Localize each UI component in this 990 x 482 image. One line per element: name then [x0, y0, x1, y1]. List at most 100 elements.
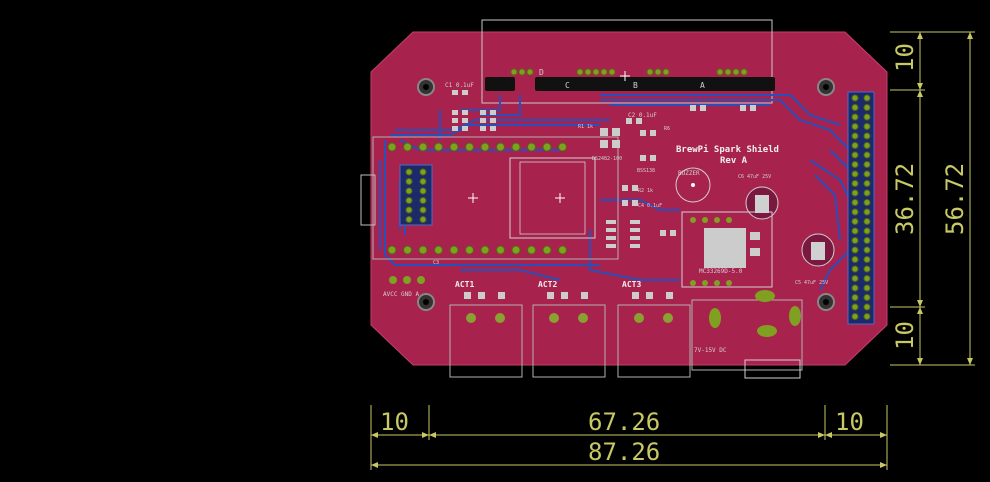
header-pin — [851, 227, 859, 235]
header-pin — [851, 246, 859, 254]
module-pin — [527, 245, 536, 255]
label-c1: C1 0.1uF — [445, 82, 474, 89]
label-c2: C2 0.1uF — [628, 112, 657, 119]
avcc-pins — [389, 276, 425, 284]
header-pin — [863, 142, 871, 149]
main-ic-inner — [519, 161, 586, 235]
module-pin — [449, 245, 459, 255]
label-c3: C3 — [433, 260, 439, 266]
slot-cutout — [535, 77, 775, 91]
module-pin — [511, 245, 521, 255]
label-regulator: MC33269D-5.0 — [699, 268, 743, 275]
usb-connector-outline — [360, 174, 376, 226]
main-ic — [509, 157, 596, 239]
header-pin — [863, 123, 871, 130]
header-pin — [863, 284, 871, 292]
header-pin — [851, 151, 859, 159]
block-pin — [405, 216, 413, 223]
label-c4: C4 0.1uF — [638, 203, 662, 209]
header-pin — [851, 294, 859, 301]
module-pin — [387, 245, 397, 255]
header-pin — [863, 132, 871, 140]
header-pin — [851, 170, 859, 178]
header-pin — [863, 265, 871, 273]
header-pin — [851, 161, 859, 168]
dimension-lines — [370, 31, 975, 470]
label-ds2482: DS2482-100 — [592, 156, 622, 162]
module-pin — [511, 142, 521, 152]
header-pin — [851, 284, 859, 292]
module-pin — [496, 245, 505, 255]
dim-center-width: 67.26 — [588, 408, 660, 436]
dim-left-margin: 10 — [380, 408, 409, 436]
label-conn-b: B — [633, 81, 638, 90]
label-r2: R2 1k — [638, 188, 653, 194]
header-pin — [851, 208, 859, 216]
header-pin — [851, 265, 859, 273]
header-pin — [851, 275, 859, 282]
header-pin — [863, 208, 871, 216]
header-pin — [863, 294, 871, 301]
cap-c5 — [801, 233, 835, 267]
block-pin — [419, 206, 427, 214]
header-pin — [863, 246, 871, 254]
label-act1: ACT1 — [455, 280, 474, 289]
label-act3: ACT3 — [622, 280, 641, 289]
block-pin — [419, 178, 427, 185]
module-pin — [403, 245, 412, 255]
module-pin — [480, 142, 490, 152]
header-pin — [863, 170, 871, 178]
header-pin — [863, 113, 871, 121]
header-pin — [851, 218, 859, 225]
header-pin — [863, 256, 871, 263]
block-pin — [405, 187, 413, 195]
slot-cutout-left — [485, 77, 515, 91]
module-pin — [542, 245, 552, 255]
header-pin — [863, 218, 871, 225]
header-pin — [863, 104, 871, 111]
left-block-pads — [405, 168, 427, 223]
regulator-top-pads — [690, 217, 732, 286]
label-avcc: AVCC GND A — [383, 291, 420, 298]
header-pin — [863, 180, 871, 187]
label-c5: C5 47uF 25V — [795, 280, 828, 286]
header-pin — [863, 313, 871, 320]
label-r6: R6 — [664, 126, 670, 132]
power-jack — [691, 290, 803, 379]
header-pin — [851, 199, 859, 206]
header-pin — [851, 256, 859, 263]
module-pin — [558, 245, 567, 255]
mounting-holes — [417, 78, 835, 311]
block-pin — [405, 206, 413, 214]
header-pin — [863, 189, 871, 197]
module-pin — [403, 142, 412, 152]
module-pin — [465, 142, 474, 152]
smd-pads-center — [600, 105, 756, 236]
block-pin — [405, 168, 413, 176]
module-pin — [542, 142, 552, 152]
act3-terminal — [617, 304, 691, 378]
header-pin — [863, 151, 871, 159]
dim-total-width: 87.26 — [588, 438, 660, 466]
module-pin — [449, 142, 459, 152]
smd-pads-upper-left — [452, 90, 496, 131]
module-pin — [480, 245, 490, 255]
act-header-pads — [464, 292, 673, 299]
label-conn-c: C — [565, 81, 570, 90]
module-pin — [465, 245, 474, 255]
dim-top-margin: 10 — [891, 43, 919, 72]
board-rev: Rev A — [720, 156, 748, 166]
block-pin — [419, 197, 427, 204]
header-connector-outline — [481, 19, 773, 104]
module-pin — [418, 245, 428, 255]
right-header-pads — [851, 94, 871, 320]
right-header — [847, 91, 875, 325]
label-conn-d: D — [539, 68, 544, 77]
header-pin — [851, 180, 859, 187]
module-pin — [496, 142, 505, 152]
header-pin — [863, 199, 871, 206]
label-c6: C6 47uF 25V — [738, 174, 771, 180]
header-pin — [863, 94, 871, 102]
left-pin-block — [399, 164, 433, 226]
